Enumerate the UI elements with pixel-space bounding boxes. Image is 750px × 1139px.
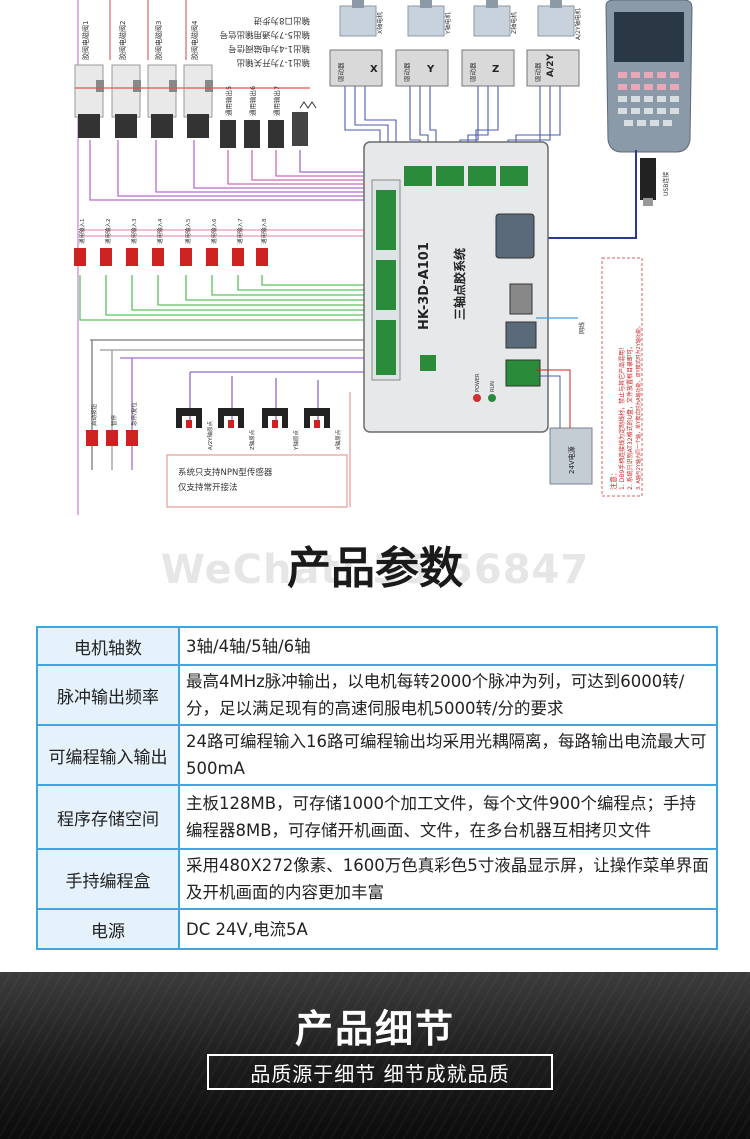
- sensor-label-4: X轴原点: [334, 429, 342, 450]
- valve-1: [74, 64, 104, 138]
- sensor-label-3: Y轴原点: [292, 430, 300, 451]
- wiring-diagram-svg: 胶阀电磁阀1 胶阀电磁阀2 胶阀电磁阀3 胶阀电磁阀4 通用输出5 通用输出6 …: [74, 0, 693, 515]
- motor-label-z: Z轴电机: [510, 12, 518, 34]
- params-title: 产品参数: [287, 543, 463, 594]
- motor-label-a: A/2Y轴电机: [574, 8, 582, 40]
- input-label-6: 通用输入6: [210, 218, 218, 244]
- sensor-note-line-1: 系统只支持NPN型传感器: [178, 467, 273, 478]
- param-label: 可编程输入输出: [38, 726, 180, 784]
- notes-title: 注意：: [609, 469, 618, 490]
- motor-a: [537, 0, 575, 37]
- motor-label-y: Y轴电机: [444, 12, 452, 35]
- valve-4: [183, 64, 213, 138]
- valve-label-1: 胶阀电磁阀1: [81, 21, 90, 60]
- params-table: 电机轴数 3轴/4轴/5轴/6轴 脉冲输出频率 最高4MHz脉冲输出，以电机每转…: [36, 626, 718, 950]
- output-label-1: 输出1-7为开关输出: [237, 57, 310, 68]
- controller-board: [363, 141, 549, 433]
- power-supply-label: 24V电源: [567, 446, 576, 474]
- usb-label: USB连接: [662, 172, 670, 196]
- sensor-label-2: Z轴原点: [248, 429, 256, 450]
- power-label: POWER: [475, 373, 481, 392]
- driver-axis-a: A/2Y: [546, 53, 556, 77]
- controller-model: HK-3D-A101: [417, 242, 432, 330]
- details-subtitle: 品质源于细节 细节成就品质: [207, 1054, 553, 1090]
- motor-y: [407, 0, 445, 37]
- handheld-cable: [540, 150, 637, 239]
- note-3: 3. A轴与2Y轴为同一个轴，单Y模式时为A轴功能，双Y模式时为2Y轴功能。: [635, 323, 642, 490]
- controller-name: 三轴点胶系统: [452, 248, 467, 320]
- button-label-3: 急停/复位: [130, 402, 138, 426]
- output-label-2: 输出1-4为电磁阀信号: [228, 43, 310, 54]
- watermark: WeChat: 35 56847: [160, 547, 590, 593]
- output-lamp-label-3: 通用输出7: [272, 86, 281, 116]
- input-label-7: 通用输入7: [236, 218, 244, 244]
- param-label: 程序存储空间: [38, 786, 180, 848]
- param-row-power: 电源 DC 24V,电流5A: [38, 910, 716, 948]
- param-value: 3轴/4轴/5轴/6轴: [186, 636, 311, 656]
- driver-axis-y: Y: [426, 64, 435, 75]
- sensor-note-line-2: 仅支持常开接法: [178, 482, 238, 493]
- button-group: [86, 430, 138, 446]
- motor-z: [473, 0, 511, 37]
- param-label: 手持编程盒: [38, 850, 180, 908]
- power-supply: [536, 369, 593, 485]
- note-2: 2. 系统只识别AT32格式的U盘，文件放置根目录即可。: [626, 343, 634, 490]
- sensor-group: [176, 408, 330, 428]
- param-row-handheld: 手持编程盒 采用480X272像素、1600万色真彩色5寸液晶显示屏，让操作菜单…: [38, 850, 716, 910]
- param-row-storage: 程序存储空间 主板128MB，可存储1000个加工文件，每个文件900个编程点；…: [38, 786, 716, 850]
- param-value: 最高4MHz脉冲输出，以电机每转2000个脉冲为列，可达到6000转/分，足以满…: [186, 672, 685, 718]
- details-banner: 产品细节 品质源于细节 细节成就品质: [0, 972, 750, 1139]
- input-switch-group: [74, 248, 268, 266]
- button-label-1: 启动按钮: [90, 403, 98, 426]
- param-value: 采用480X272像素、1600万色真彩色5寸液晶显示屏，让操作菜单界面及开机画…: [186, 856, 709, 902]
- valve-label-3: 胶阀电磁阀3: [154, 21, 163, 60]
- motor-x: [339, 0, 377, 37]
- param-row-axes: 电机轴数 3轴/4轴/5轴/6轴: [38, 628, 716, 666]
- motor-label-x: X轴电机: [376, 12, 384, 34]
- input-label-1: 通用输入1: [78, 219, 86, 245]
- output-lamp-label-1: 通用输出5: [224, 86, 233, 116]
- network-label: 网线: [578, 322, 586, 334]
- param-value: 24路可编程输入16路可编程输出均采用光耦隔离，每路输出电流最大可500mA: [186, 732, 707, 778]
- valve-label-2: 胶阀电磁阀2: [118, 21, 127, 60]
- output-label-4: 输出口8为步进: [253, 15, 310, 26]
- valve-group: [74, 64, 310, 138]
- input-label-2: 通用输入2: [104, 219, 112, 245]
- input-label-3: 通用输入3: [130, 218, 138, 244]
- input-label-8: 通用输入8: [260, 218, 268, 244]
- output-lamps: [220, 101, 317, 148]
- input-label-4: 通用输入4: [156, 218, 164, 244]
- run-label: RUN: [490, 381, 496, 392]
- driver-label-y: 驱动器: [403, 62, 411, 82]
- signal-bus-lines: [77, 0, 372, 515]
- output-lamp-label-2: 通用输出6: [248, 86, 257, 116]
- note-1: 1. DB9手柄连接线为定制线材，禁止与其它产品混用！: [618, 344, 626, 490]
- button-label-2: 暂停: [110, 414, 118, 426]
- param-value: DC 24V,电流5A: [186, 919, 308, 939]
- driver-axis-x: X: [370, 64, 378, 75]
- param-label: 电机轴数: [38, 628, 180, 664]
- param-row-io: 可编程输入输出 24路可编程输入16路可编程输出均采用光耦隔离，每路输出电流最大…: [38, 726, 716, 786]
- driver-label-z: 驱动器: [469, 62, 477, 82]
- param-value: 主板128MB，可存储1000个加工文件，每个文件900个编程点；手持编程器8M…: [186, 794, 697, 840]
- param-label: 电源: [38, 910, 180, 948]
- param-row-pulse: 脉冲输出频率 最高4MHz脉冲输出，以电机每转2000个脉冲为列，可达到6000…: [38, 666, 716, 726]
- motor-driver-group: [329, 0, 580, 175]
- driver-label-a: 驱动器: [534, 62, 542, 82]
- details-title: 产品细节: [294, 1007, 455, 1051]
- valve-3: [147, 64, 177, 138]
- param-label: 脉冲输出频率: [38, 666, 180, 724]
- handheld-programmer: [605, 0, 693, 206]
- output-label-3: 输出5-7为通用输出信号: [220, 29, 310, 40]
- driver-label-x: 驱动器: [337, 62, 345, 82]
- wiring-diagram: 胶阀电磁阀1 胶阀电磁阀2 胶阀电磁阀3 胶阀电磁阀4 通用输出5 通用输出6 …: [0, 0, 750, 525]
- notes-box: [601, 257, 643, 497]
- sensor-label-1: A/2Y轴原点: [206, 421, 214, 450]
- valve-2: [111, 64, 141, 138]
- input-label-5: 通用输入5: [184, 218, 192, 244]
- output-labels: 输出1-7为开关输出 输出1-4为电磁阀信号 输出5-7为通用输出信号 输出口8…: [220, 15, 310, 68]
- valve-label-4: 胶阀电磁阀4: [190, 20, 199, 60]
- driver-axis-z: Z: [492, 64, 499, 75]
